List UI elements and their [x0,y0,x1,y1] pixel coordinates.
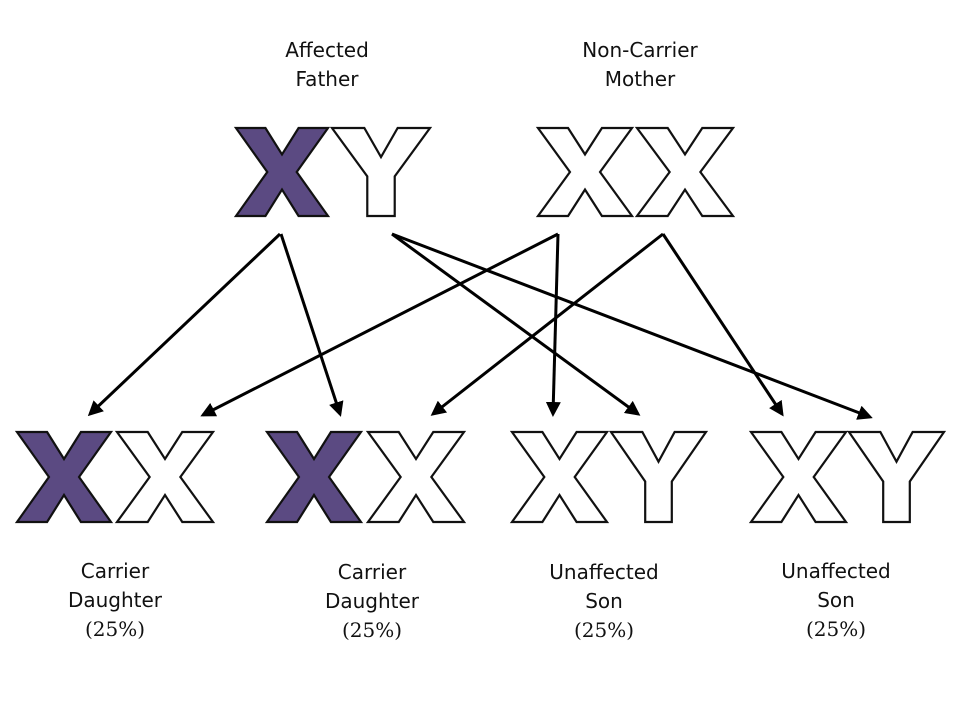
arrow-mother-x1-to-daughter-1 [200,232,559,417]
offspring-label-3-line1: Unaffected [549,560,659,584]
arrow-mother-x2-to-daughter-2 [430,232,664,416]
father-label-line1: Affected [285,38,369,62]
offspring-label-2-line2: Daughter [324,589,420,613]
chromosome-glyphs [17,128,944,522]
mother-label: Non-Carrier Mother [560,36,720,94]
mother-chromosome-x-1-glyph [538,128,632,216]
offspring-2-chromosome-x-2-glyph [368,432,464,522]
offspring-3-chromosome-y-2-glyph [611,432,706,522]
offspring-label-1-line2: Daughter [67,588,163,612]
mother-label-line1: Non-Carrier [582,38,698,62]
offspring-1-chromosome-x-1-glyph [17,432,111,522]
offspring-label-1-line1: Carrier [80,559,150,583]
offspring-label-4-line2: Son [817,588,855,612]
offspring-4-chromosome-y-2-glyph [849,432,944,522]
offspring-label-2: Carrier Daughter (25%) [307,558,437,645]
offspring-label-2-line1: Carrier [337,560,407,584]
offspring-label-4-line1: Unaffected [781,559,891,583]
father-label-line2: Father [295,67,359,91]
offspring-label-4-percent: (25%) [805,617,867,641]
arrow-father-x-to-daughter-2 [279,233,344,417]
offspring-label-4: Unaffected Son (25%) [761,557,911,644]
arrow-mother-x2-to-son-2 [661,233,784,417]
offspring-2-chromosome-x-1-glyph [267,432,361,522]
offspring-label-3-percent: (25%) [573,618,635,642]
inheritance-arrows [87,232,873,420]
offspring-4-chromosome-x-1-glyph [751,432,846,522]
arrow-mother-x1-to-son-1 [545,233,561,417]
offspring-3-chromosome-x-1-glyph [512,432,607,522]
offspring-label-1: Carrier Daughter (25%) [50,557,180,644]
father-chromosome-y-2-glyph [332,128,430,216]
offspring-label-2-percent: (25%) [341,618,403,642]
mother-chromosome-x-2-glyph [637,128,733,216]
offspring-label-3-line2: Son [585,589,623,613]
arrow-father-y-to-son-1 [391,232,641,416]
arrow-father-y-to-son-2 [391,232,873,420]
father-chromosome-x-1-glyph [236,128,328,216]
father-label: Affected Father [262,36,392,94]
offspring-label-1-percent: (25%) [84,617,146,641]
mother-label-line2: Mother [604,67,676,91]
offspring-label-3: Unaffected Son (25%) [529,558,679,645]
arrow-father-x-to-daughter-1 [87,232,282,417]
offspring-1-chromosome-x-2-glyph [117,432,213,522]
